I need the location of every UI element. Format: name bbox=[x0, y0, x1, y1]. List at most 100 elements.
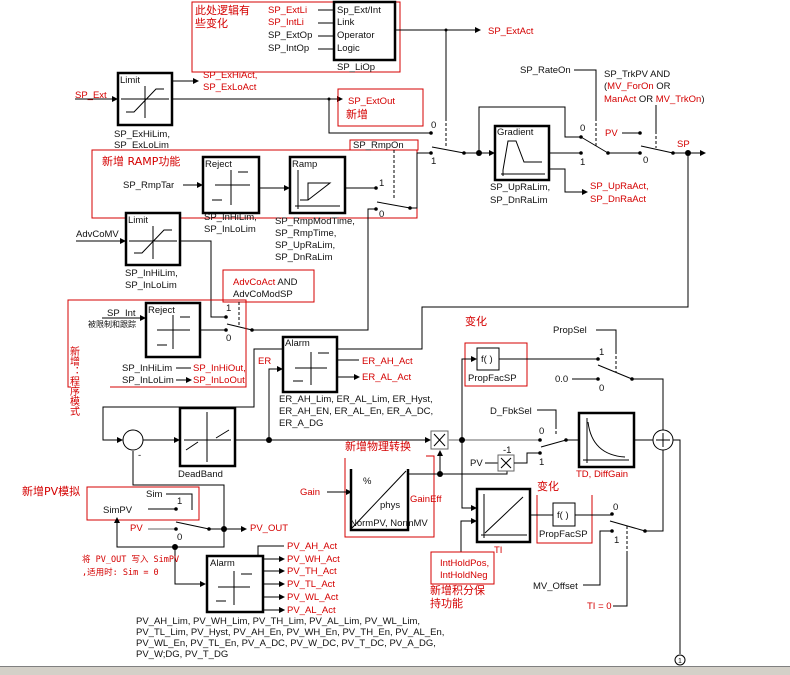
param-label: ER_AH_EN, ER_AL_En, ER_A_DC, bbox=[279, 406, 433, 417]
sp-rmpon-label: SP_RmpOn bbox=[353, 140, 404, 151]
param-label: SP_ExHiLim, bbox=[114, 129, 170, 140]
er-label: ER bbox=[258, 356, 271, 367]
function-label: f( ) bbox=[481, 354, 493, 365]
pv-alarm-section: Alarm PV_AH_Act PV_WH_Act PV_TH_Act PV_T… bbox=[136, 541, 444, 660]
phys-label: phys bbox=[380, 500, 400, 511]
block-name: NormPV, NormMV bbox=[350, 518, 428, 529]
note-text: 此处逻辑有 bbox=[195, 3, 250, 17]
block-title: Limit bbox=[128, 215, 148, 226]
param-label: SP_DnRaLim bbox=[275, 252, 333, 263]
gradient-block bbox=[493, 124, 551, 182]
pv-out-label: PV_OUT bbox=[250, 523, 288, 534]
note-text: ,适用时: Sim = 0 bbox=[82, 567, 159, 578]
output-label: PV_AL_Act bbox=[287, 605, 336, 616]
ramp-block bbox=[288, 155, 347, 215]
note-text: 新增 RAMP功能 bbox=[102, 154, 180, 168]
block-name: SP_LiOp bbox=[337, 62, 375, 73]
param-label: SP_UpRaLim, bbox=[275, 240, 335, 251]
taskbar[interactable] bbox=[0, 666, 790, 675]
inthold-note-box bbox=[430, 551, 495, 585]
input-label: SP_IntLi bbox=[268, 17, 304, 28]
block-name: TI bbox=[494, 545, 502, 556]
output-label: SP_InLoOut bbox=[193, 375, 245, 386]
output-label: ER_AH_Act bbox=[362, 356, 413, 367]
pv-label: PV bbox=[605, 128, 618, 139]
minus-sign: - bbox=[138, 450, 141, 461]
output-label: SP_DnRaAct bbox=[590, 194, 646, 205]
propsel-label: PropSel bbox=[553, 325, 587, 336]
gain-label: Gain bbox=[300, 487, 320, 498]
port-label: Link bbox=[337, 17, 355, 28]
param-label: SP_InLoLim bbox=[122, 375, 174, 386]
param-label: SP_InHiLim, bbox=[204, 212, 257, 223]
output-label: PV_WH_Act bbox=[287, 554, 340, 565]
zero-value-label: 0.0 bbox=[555, 374, 568, 385]
block-name: DeadBand bbox=[178, 469, 223, 480]
param-label: SP_InLoLim bbox=[125, 280, 177, 291]
connector-label: 1 bbox=[678, 658, 682, 665]
mv-offset-label: MV_Offset bbox=[533, 581, 578, 592]
pv-label: PV bbox=[130, 523, 143, 534]
block-title: Alarm bbox=[285, 338, 310, 349]
liop-section: 此处逻辑有 些变化 SP_ExtLi SP_IntLi SP_ExtOp SP_… bbox=[191, 0, 534, 148]
gaineff-label: GainEff bbox=[410, 494, 442, 505]
change-note-box bbox=[191, 1, 401, 73]
param-label: PV_WL_En, PV_TL_En, PV_A_DC, PV_W_DC, PV… bbox=[136, 638, 436, 649]
note-text: 持功能 bbox=[430, 596, 463, 610]
port-label: Sp_Ext/Int bbox=[337, 5, 381, 16]
switch-pos-label: 0 bbox=[613, 502, 618, 513]
block-name: PropFacSP bbox=[539, 529, 588, 540]
param-label: IntHoldPos, bbox=[440, 558, 489, 569]
sp-int-label: SP_Int bbox=[107, 308, 136, 319]
note-text: 被限制和跟踪 bbox=[88, 319, 136, 329]
note-text: 变化 bbox=[537, 479, 559, 493]
output-label: SP_UpRaAct, bbox=[590, 181, 649, 192]
ext-switch: 0 1 bbox=[429, 106, 581, 167]
integral-section: TI IntHoldPos, IntHoldNeg 新增积分保 持功能 变化 f… bbox=[430, 440, 664, 612]
output-label: PV_WL_Act bbox=[287, 592, 339, 603]
condition-label: AdvCoModSP bbox=[233, 289, 293, 300]
port-label: Operator bbox=[337, 30, 375, 41]
param-label: IntHoldNeg bbox=[440, 570, 488, 581]
output-label: SP_ExLoAct bbox=[203, 82, 257, 93]
note-text: 新增PV模拟 bbox=[22, 484, 80, 498]
sp-extout-label: SP_ExtOut bbox=[348, 96, 395, 107]
block-title: Reject bbox=[148, 305, 175, 316]
switch-pos-label: 0 bbox=[177, 532, 182, 543]
param-label: PV_TL_Lim, PV_Hyst, PV_AH_En, PV_WH_En, … bbox=[136, 627, 444, 638]
param-label: SP_InHiLim bbox=[122, 363, 172, 374]
note-text: 新增：程序模式 bbox=[68, 345, 80, 416]
limit1-section: SP_Ext Limit SP_ExHiAct, SP_ExLoAct SP_E… bbox=[75, 70, 431, 151]
switch-pos-label: 1 bbox=[599, 347, 604, 358]
reject2-section: 新增：程序模式 SP_Int 被限制和跟踪 Reject SP_InHiLim … bbox=[67, 299, 247, 416]
param-label: ER_A_DG bbox=[279, 418, 323, 429]
pvsim-section: 新增PV模拟 Sim 1 SimPV PV 0 PV_OUT 将 PV_OUT … bbox=[22, 451, 288, 587]
switch-pos-label: 0 bbox=[580, 123, 585, 134]
block-name: PropFacSP bbox=[468, 373, 517, 384]
switch-pos-label: 0 bbox=[431, 120, 436, 131]
sp-ext-label: SP_Ext bbox=[75, 90, 107, 101]
switch-pos-label: 1 bbox=[614, 535, 619, 546]
block-title: Limit bbox=[120, 75, 140, 86]
function-label: f( ) bbox=[557, 510, 569, 521]
switch-pos-label: 0 bbox=[643, 155, 648, 166]
input-label: SP_IntOp bbox=[268, 43, 309, 54]
prop-section: 变化 f( ) PropFacSP PropSel 0.0 1 0 bbox=[461, 314, 664, 440]
switch-pos-label: 0 bbox=[379, 209, 384, 220]
limit2-section: AdvCoMV Limit SP_InHiLim, SP_InLoLim bbox=[76, 211, 226, 318]
switch-pos-label: 1 bbox=[226, 303, 231, 314]
condition-label: ManAct OR MV_TrkOn) bbox=[604, 94, 705, 105]
error-path: - DeadBand bbox=[122, 406, 539, 480]
sp-extact-label: SP_ExtAct bbox=[488, 26, 534, 37]
percent-label: % bbox=[363, 476, 372, 487]
block-title: Reject bbox=[205, 159, 232, 170]
sp-rmptar-label: SP_RmpTar bbox=[123, 180, 174, 191]
switch-pos-label: 1 bbox=[379, 178, 384, 189]
param-label: SP_RmpModTime, bbox=[275, 216, 355, 227]
param-label: PV_AH_Lim, PV_WH_Lim, PV_TH_Lim, PV_AL_L… bbox=[136, 616, 420, 627]
switch-pos-label: 0 bbox=[539, 426, 544, 437]
input-label: SP_ExtLi bbox=[268, 5, 307, 16]
alarm-block bbox=[281, 335, 339, 394]
sum-junction-icon bbox=[122, 429, 144, 451]
